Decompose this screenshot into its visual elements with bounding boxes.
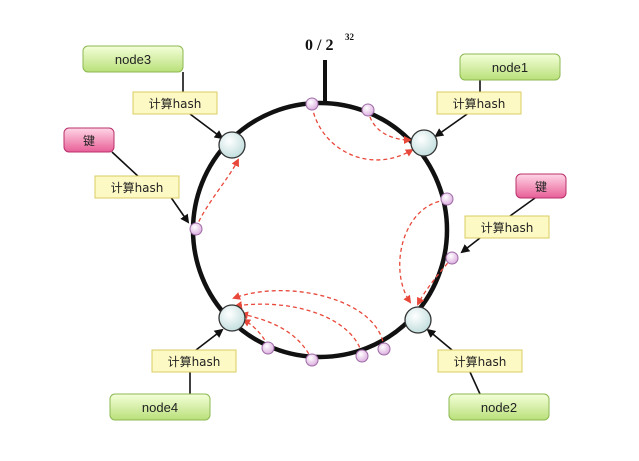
node1-box: node1 — [459, 53, 561, 81]
ring-origin-base: 0 / 2 — [305, 37, 333, 54]
hash-label-key-left: 计算hash — [111, 180, 164, 195]
node4-box: node4 — [109, 393, 211, 421]
arrow-key-right-to-node2 — [417, 257, 453, 306]
ring-server-node3 — [218, 131, 246, 159]
ring-servers — [218, 129, 438, 334]
hash-box-node2: 计算hash — [437, 349, 523, 373]
node4-label: node4 — [142, 400, 178, 415]
key-right-box: 键 — [515, 173, 567, 199]
leader-node3-hash-to-ring — [189, 113, 224, 140]
leader-node2-hash-to-ring — [426, 328, 453, 351]
ring-server-node2 — [404, 306, 432, 334]
hash-label-node2: 计算hash — [454, 354, 507, 369]
leader-key-left-to-hash — [111, 151, 141, 179]
hash-point — [189, 222, 203, 236]
arrow-point-to-node4-b — [234, 301, 363, 355]
ring-server-node1 — [410, 129, 438, 157]
node2-label: node2 — [481, 400, 517, 415]
hash-point — [361, 103, 375, 117]
leader-node4-hash-to-ring — [195, 328, 224, 351]
arrow-point-to-node4-a — [232, 290, 385, 349]
arrow-point-to-node1-a — [311, 105, 414, 161]
hash-box-node4: 计算hash — [151, 349, 237, 373]
hash-points — [189, 97, 459, 367]
hash-point — [305, 353, 319, 367]
arrow-key-left-to-node3 — [195, 158, 239, 229]
ring-origin-label: 0 / 2 32 — [305, 32, 355, 54]
ring-origin-exponent: 32 — [345, 32, 355, 42]
leader-lines — [111, 72, 536, 395]
arrow-point-to-node2-a — [399, 199, 447, 304]
hash-point — [445, 251, 459, 265]
hash-box-node3: 计算hash — [132, 91, 218, 115]
node3-box: node3 — [82, 45, 184, 73]
ring-server-node4 — [218, 304, 246, 332]
hash-label-node3: 计算hash — [149, 96, 202, 111]
key-right-label: 键 — [535, 180, 547, 194]
node1-label: node1 — [492, 60, 528, 75]
hash-point — [440, 192, 454, 206]
leader-node2-to-hash — [469, 371, 481, 395]
arrow-point-to-node4-c — [240, 311, 313, 361]
node3-label: node3 — [115, 52, 151, 67]
hash-point — [305, 97, 319, 111]
leader-node1-hash-to-ring — [434, 111, 471, 138]
leader-key-right-hash-to-ring — [460, 237, 481, 254]
hash-box-key-right: 计算hash — [464, 215, 550, 239]
hash-box-key-left: 计算hash — [94, 175, 180, 199]
hash-box-node1: 计算hash — [436, 91, 522, 115]
hash-point — [261, 341, 275, 355]
leader-key-left-hash-to-ring — [169, 195, 190, 224]
key-left-box: 键 — [63, 127, 115, 153]
arrow-point-to-node1-b — [367, 109, 412, 144]
leader-key-right-to-hash — [509, 197, 536, 217]
hash-label-node1: 计算hash — [453, 96, 506, 111]
hash-point — [377, 342, 391, 356]
hash-label-node4: 计算hash — [168, 354, 221, 369]
hash-label-key-right: 计算hash — [481, 220, 534, 235]
node2-box: node2 — [448, 393, 550, 421]
key-left-label: 键 — [83, 134, 95, 148]
hash-point — [355, 349, 369, 363]
